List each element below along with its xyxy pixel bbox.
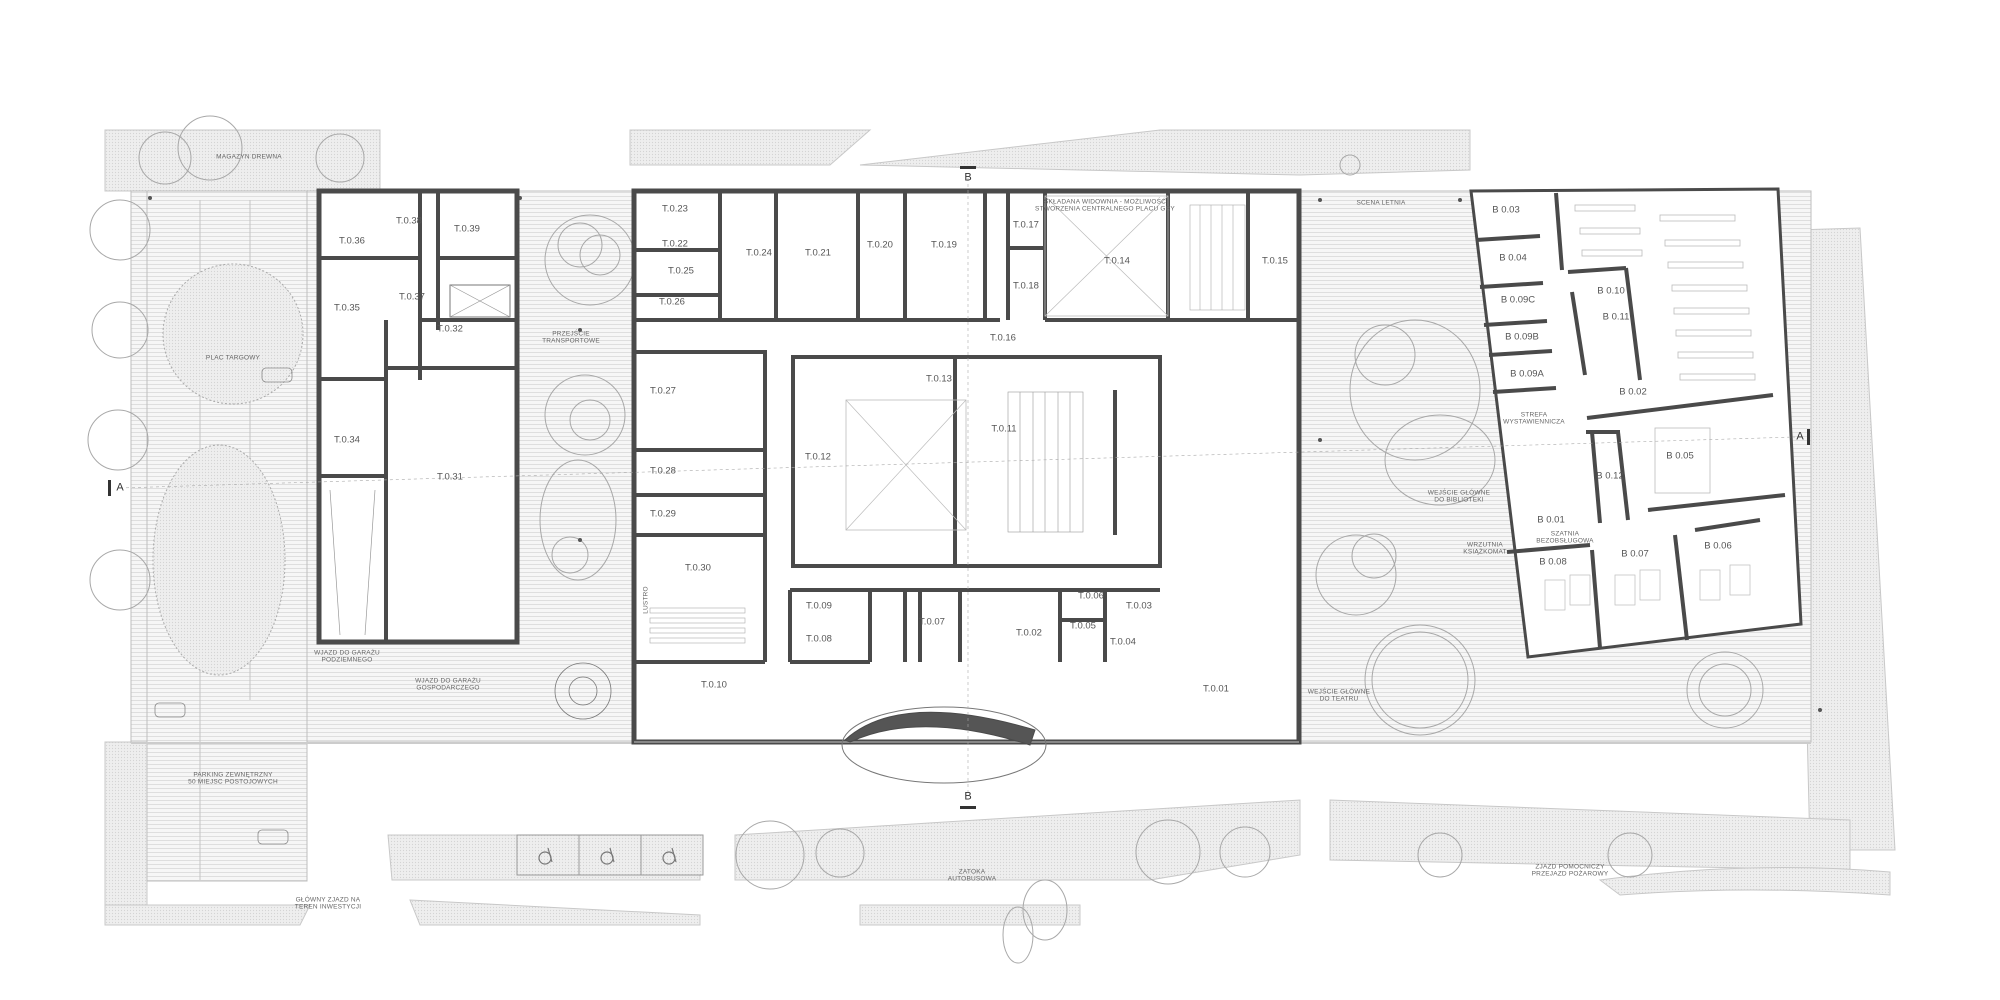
stair-icon	[841, 706, 1047, 784]
room-label-t027: T.0.27	[650, 385, 676, 397]
room-label-t004: T.0.04	[1110, 636, 1136, 648]
room-label-t015: T.0.15	[1262, 255, 1288, 267]
annotation-zjazd-glowny: GŁÓWNY ZJAZD NA TEREN INWESTYCJI	[294, 896, 362, 911]
left-wing	[316, 188, 520, 645]
annotation-widownia: SKŁADANA WIDOWNIA - MOŻLIWOŚĆ STWORZENIA…	[1035, 198, 1175, 213]
accessible-parking-icon	[516, 834, 704, 876]
room-label-t010: T.0.10	[701, 679, 727, 691]
room-label-b011: B 0.11	[1602, 311, 1630, 323]
room-label-b010: B 0.10	[1597, 285, 1625, 297]
annotation-wrzutnia: WRZUTNIA KSIĄŻKOMAT	[1463, 541, 1507, 556]
room-label-t005: T.0.05	[1070, 620, 1096, 632]
room-label-t032: T.0.32	[437, 323, 463, 335]
annotation-strefa: STREFA WYSTAWIENNICZA	[1503, 411, 1565, 426]
section-marker-b-top: B	[964, 171, 972, 184]
room-label-t022: T.0.22	[662, 238, 688, 250]
room-label-t030: T.0.30	[685, 562, 711, 574]
annotation-lustro: LUSTRO	[642, 586, 650, 614]
annotation-zatoka: ZATOKA AUTOBUSOWA	[947, 868, 997, 883]
room-label-t006: T.0.06	[1078, 590, 1104, 602]
room-label-b012: B 0.12	[1596, 470, 1624, 482]
market-square-ellipse	[152, 444, 286, 676]
room-label-b004: B 0.04	[1499, 252, 1527, 264]
room-label-t039: T.0.39	[454, 223, 480, 235]
room-label-t034: T.0.34	[334, 434, 360, 446]
room-label-t019: T.0.19	[931, 239, 957, 251]
room-label-b006: B 0.06	[1704, 540, 1732, 552]
section-marker-a-right: A	[1796, 430, 1804, 443]
section-marker-ticks	[108, 166, 1810, 809]
annotation-przejscie: PRZEJŚCIE TRANSPORTOWE	[542, 330, 600, 345]
room-label-t037: T.0.37	[399, 291, 425, 303]
room-label-t011: T.0.11	[991, 423, 1017, 435]
annotation-zjazd-pomocniczy: ZJAZD POMOCNICZY PRZEJAZD POŻAROWY	[1531, 863, 1609, 878]
room-label-t002: T.0.02	[1016, 627, 1042, 639]
section-lines	[119, 178, 1796, 795]
room-label-t028: T.0.28	[650, 465, 676, 477]
room-label-t003: T.0.03	[1126, 600, 1152, 612]
room-label-t031: T.0.31	[437, 471, 463, 483]
room-label-t025: T.0.25	[668, 265, 694, 277]
annotation-wjazd-gospodarczy: WJAZD DO GARAŻU GOSPODARCZEGO	[415, 677, 481, 692]
room-label-b002: B 0.02	[1619, 386, 1647, 398]
annotation-plac: PLAC TARGOWY	[205, 354, 261, 362]
tree-icon	[87, 115, 1764, 964]
room-label-t017: T.0.17	[1013, 219, 1039, 231]
room-label-b009a: B 0.09A	[1510, 368, 1544, 380]
room-label-b007: B 0.07	[1621, 548, 1649, 560]
room-label-t014: T.0.14	[1104, 255, 1130, 267]
stair-icon	[554, 662, 612, 720]
room-label-b008: B 0.08	[1539, 556, 1567, 568]
room-label-t021: T.0.21	[805, 247, 831, 259]
room-label-t029: T.0.29	[650, 508, 676, 520]
annotation-szatnia: SZATNIA BEZOBSŁUGOWA	[1536, 530, 1594, 545]
annotation-wjazd-podziemny: WJAZD DO GARAŻU PODZIEMNEGO	[314, 649, 380, 664]
room-label-t012: T.0.12	[805, 451, 831, 463]
annotation-magazyn: MAGAZYN DREWNA	[216, 153, 282, 161]
room-label-t036: T.0.36	[339, 235, 365, 247]
room-label-b009c: B 0.09C	[1500, 294, 1536, 306]
section-marker-b-bottom: B	[964, 790, 972, 803]
room-label-t020: T.0.20	[867, 239, 893, 251]
room-label-t026: T.0.26	[659, 296, 685, 308]
room-label-t035: T.0.35	[334, 302, 360, 314]
room-label-t016: T.0.16	[990, 332, 1016, 344]
room-label-b001: B 0.01	[1537, 514, 1565, 526]
annotation-parking: PARKING ZEWNĘTRZNY 50 MIEJSC POSTOJOWYCH	[188, 771, 278, 786]
columns	[148, 196, 1822, 712]
room-label-t001: T.0.01	[1203, 683, 1229, 695]
room-label-t023: T.0.23	[662, 203, 688, 215]
room-label-t038: T.0.38	[396, 215, 422, 227]
room-label-b003: B 0.03	[1492, 204, 1520, 216]
annotation-scena: SCENA LETNIA	[1356, 199, 1406, 207]
room-label-t013: T.0.13	[926, 373, 952, 385]
car-icon	[154, 367, 293, 845]
market-square-circle	[162, 263, 304, 405]
annotation-wejscie-biblioteka: WEJŚCIE GŁÓWNE DO BIBLIOTEKI	[1427, 489, 1491, 504]
room-label-t018: T.0.18	[1013, 280, 1039, 292]
room-label-b005: B 0.05	[1666, 450, 1694, 462]
annotation-wejscie-teatr: WEJŚCIE GŁÓWNE DO TEATRU	[1307, 688, 1371, 703]
room-label-t007: T.0.07	[919, 616, 945, 628]
theatre-building	[631, 188, 1302, 784]
room-label-b009b: B 0.09B	[1505, 331, 1539, 343]
room-label-t009: T.0.09	[806, 600, 832, 612]
library-building	[1469, 187, 1803, 659]
room-label-t008: T.0.08	[806, 633, 832, 645]
auditorium-seating	[1007, 391, 1084, 533]
section-marker-a-left: A	[116, 481, 124, 494]
room-label-t024: T.0.24	[746, 247, 772, 259]
stair-icon	[1189, 204, 1246, 311]
